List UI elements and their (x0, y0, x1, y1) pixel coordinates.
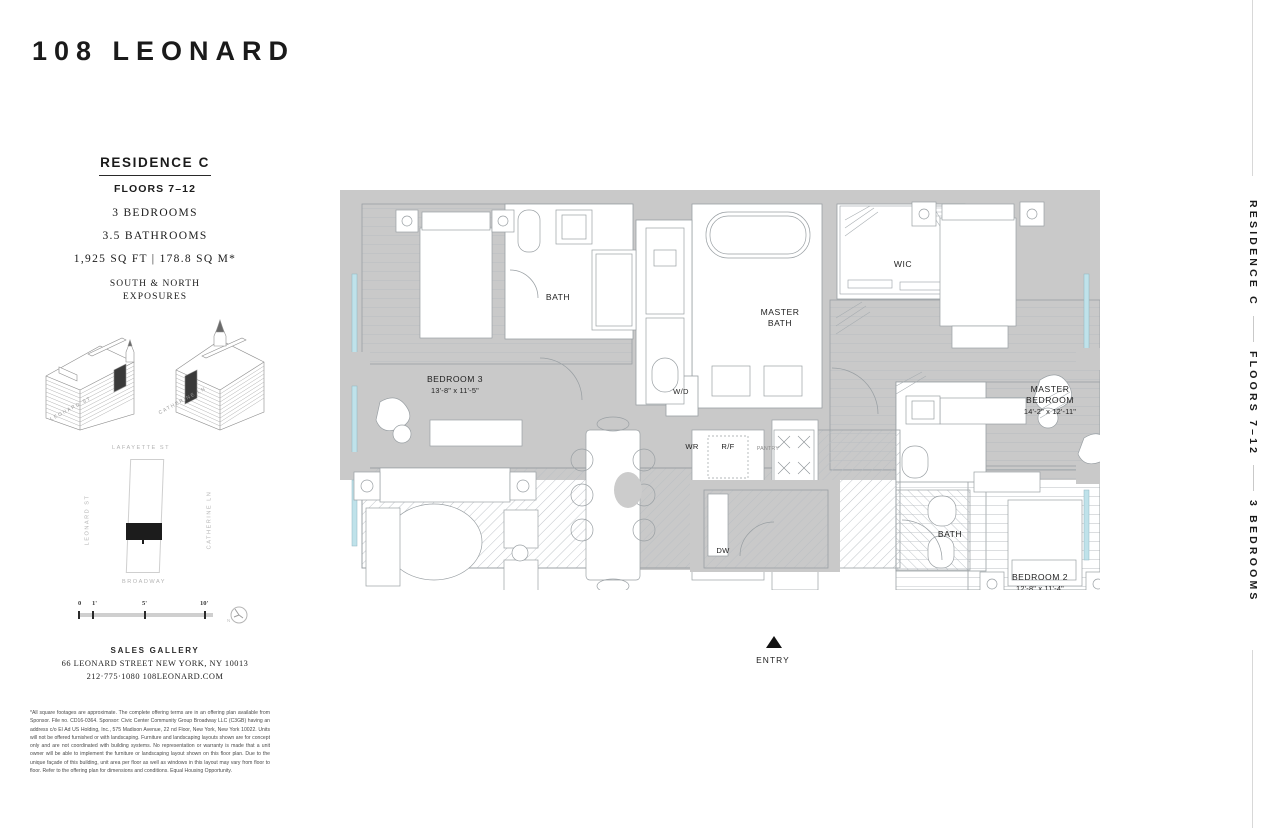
appliance-label-dw: DW (716, 546, 730, 555)
appliance-label-wr: WR (685, 442, 698, 451)
plan-room-labels: BEDROOM 313'-8" x 11'-5"BATHMASTERBATHWI… (427, 259, 1076, 590)
room-label-bath: BATH (938, 529, 962, 539)
appliance-label-w-d: W/D (673, 387, 689, 396)
room-label-bedroom-2: BEDROOM 2 (1012, 572, 1068, 582)
furniture-master-bath (645, 211, 811, 405)
room-label-master-bedroom: MASTER (1031, 384, 1070, 394)
scale-tick-1: 1' (92, 600, 98, 607)
floor-plan-svg: BEDROOM 313'-8" x 11'-5"BATHMASTERBATHWI… (340, 190, 1100, 590)
site-building-marker (126, 523, 162, 540)
vrail-bedrooms: 3 BEDROOMS (1247, 500, 1259, 603)
building-isometric-diagrams: LEONARD ST CATHERINE LN (30, 318, 280, 433)
plan-wall-nibs (344, 348, 1100, 484)
residence-bedrooms: 3 BEDROOMS (112, 207, 198, 220)
north-arrow-icon: N (226, 604, 250, 628)
scale-bar-track (78, 611, 213, 619)
plan-doors (509, 269, 943, 561)
room-label-wic: WIC (894, 259, 912, 269)
sales-gallery-block: SALES GALLERY 66 LEONARD STREET NEW YORK… (30, 646, 280, 681)
entry-vestibule (690, 480, 840, 572)
furniture-bedroom-2 (973, 387, 1100, 590)
room-label-bath: BATH (546, 292, 570, 302)
right-rule-top (1251, 0, 1253, 176)
site-marker-tick (142, 539, 144, 544)
scale-tick-5: 5' (142, 600, 148, 607)
sales-gallery-title: SALES GALLERY (110, 646, 200, 655)
right-rule-bottom (1251, 650, 1253, 828)
street-label-broadway: BROADWAY (122, 579, 167, 585)
title-underline (99, 175, 211, 177)
furniture-powder-room (895, 489, 971, 571)
site-map: LAFAYETTE ST BROADWAY LEONARD ST CATHERI… (70, 445, 240, 590)
room-label-master-bath: MASTER (761, 307, 800, 317)
scale-tick-10: 10' (200, 600, 209, 607)
exposures-line-2: EXPOSURES (122, 292, 188, 303)
street-label-catherine: CATHERINE LN (206, 490, 213, 550)
room-label-bedroom-3: BEDROOM 3 (427, 374, 483, 384)
scale-mark-10 (204, 611, 207, 619)
vertical-residence-rail: RESIDENCE C FLOORS 7–12 3 BEDROOMS (1240, 200, 1266, 620)
sales-gallery-contact: 212·775·1080 108LEONARD.COM (86, 672, 224, 681)
residence-info-panel: RESIDENCE C FLOORS 7–12 3 BEDROOMS 3.5 B… (30, 155, 280, 304)
scale-mark-5 (144, 611, 147, 619)
vrail-residence: RESIDENCE C (1247, 200, 1259, 307)
room-label-master-bedroom: 14'-2" x 12'-11" (1024, 407, 1076, 416)
appliance-label-pantry: PANTRY (757, 446, 780, 452)
furniture-bath-1 (517, 209, 637, 331)
residence-exposures: SOUTH & NORTH EXPOSURES (30, 278, 280, 304)
furniture-bath-2 (901, 395, 941, 479)
site-block-outline (125, 459, 165, 573)
appliance-label-r-f: R/F (721, 442, 734, 451)
room-label-master-bath: BATH (768, 318, 792, 328)
scale-mark-0 (78, 611, 81, 619)
furniture-great-room (353, 467, 642, 590)
page-title: 108 LEONARD (32, 36, 296, 66)
legal-disclaimer: *All square footages are approximate. Th… (30, 710, 270, 774)
scale-bar: 0 1' 5' 10' (78, 600, 213, 619)
residence-title: RESIDENCE C (100, 155, 210, 170)
residence-area: 1,925 SQ FT | 178.8 SQ M* (73, 253, 237, 266)
room-label-bedroom-3: 13'-8" x 11'-5" (431, 386, 479, 395)
entry-marker-icon (766, 636, 782, 648)
street-label-lafayette: LAFAYETTE ST (112, 445, 170, 451)
vrail-floors: FLOORS 7–12 (1247, 350, 1259, 457)
vrail-divider-2 (1252, 465, 1254, 492)
svg-text:N: N (227, 618, 230, 623)
street-label-leonard: LEONARD ST (84, 494, 91, 546)
room-label-bedroom-2: 12'-8" x 11'-4" (1016, 584, 1064, 590)
scale-mark-1 (92, 611, 95, 619)
exposures-line-1: SOUTH & NORTH (109, 279, 201, 290)
vrail-divider-1 (1252, 315, 1254, 342)
room-label-master-bedroom: BEDROOM (1026, 395, 1074, 405)
scale-numbers: 0 1' 5' 10' (78, 600, 213, 611)
furniture-master-bedroom (835, 201, 1072, 429)
entry-label: ENTRY (756, 655, 790, 665)
residence-floors: FLOORS 7–12 (113, 183, 197, 196)
scale-tick-0: 0 (78, 600, 82, 607)
furniture-bedroom-3 (375, 209, 523, 447)
residence-bathrooms: 3.5 BATHROOMS (102, 230, 208, 243)
sales-gallery-address: 66 LEONARD STREET NEW YORK, NY 10013 (61, 659, 249, 668)
iso-building-right (175, 319, 265, 431)
iso-building-left (45, 337, 135, 431)
